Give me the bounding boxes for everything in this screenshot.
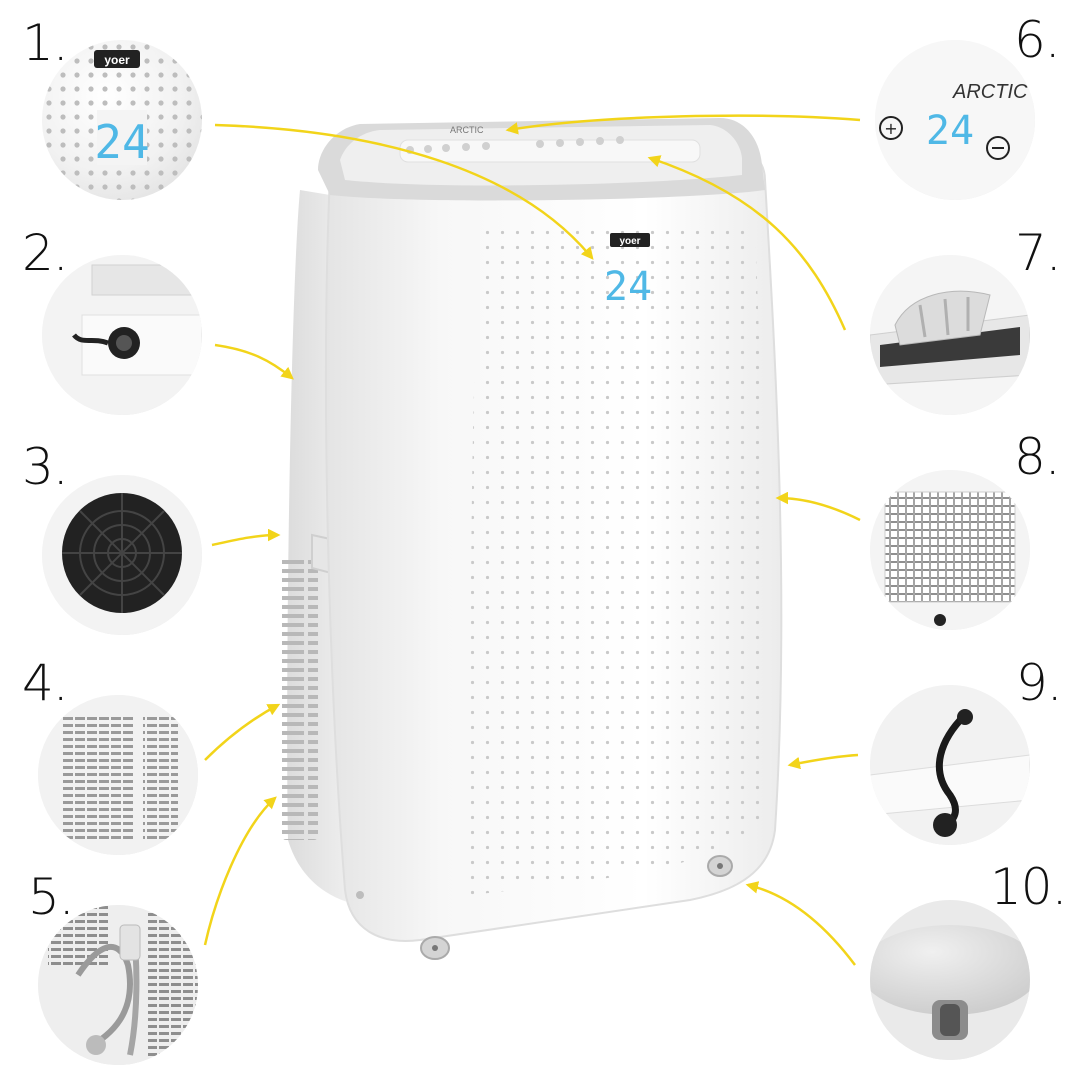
detail-circle-side-grille: [38, 695, 198, 855]
brand-logo-text: yoer: [619, 236, 640, 247]
svg-text:24: 24: [926, 108, 974, 154]
detail-circle-drain-plug: [42, 255, 202, 415]
svg-text:+: +: [884, 119, 897, 138]
minus-icon: [986, 136, 1010, 160]
top-panel-logo: ARCTIC: [450, 125, 484, 135]
callout-number-5: 5.: [28, 868, 75, 926]
detail-circle-display-closeup: yoer 24: [42, 40, 202, 200]
svg-text:24: 24: [94, 115, 149, 169]
svg-text:ARCTIC: ARCTIC: [952, 81, 1028, 103]
detail-circle-exhaust-port: [42, 475, 202, 635]
detail-circle-air-filter: [870, 470, 1030, 630]
callout-number-1: 1.: [22, 14, 69, 72]
front-display: 24: [604, 264, 652, 310]
callout-number-6: 6.: [1014, 11, 1061, 69]
front-dot-pattern: [470, 230, 764, 895]
callout-number-3: 3.: [22, 438, 69, 496]
plus-icon: +: [879, 116, 903, 140]
callout-number-10: 10.: [990, 858, 1068, 916]
callout-number-2: 2.: [22, 224, 69, 282]
callout-number-8: 8.: [1014, 428, 1061, 486]
detail-circle-power-cord: [38, 905, 198, 1065]
detail-circle-control-panel: ARCTIC + 24: [875, 40, 1035, 200]
side-vent-grille: [282, 555, 318, 840]
callout-number-7: 7.: [1015, 224, 1062, 282]
detail-circle-caster-wheel: [870, 900, 1030, 1060]
callout-number-9: 9.: [1016, 654, 1063, 712]
detail-circle-top-air-flap: [870, 255, 1030, 415]
svg-text:yoer: yoer: [104, 53, 130, 67]
brand-badge: [610, 233, 650, 247]
callout-number-4: 4.: [22, 654, 69, 712]
detail-circle-drain-hose: [870, 685, 1030, 845]
